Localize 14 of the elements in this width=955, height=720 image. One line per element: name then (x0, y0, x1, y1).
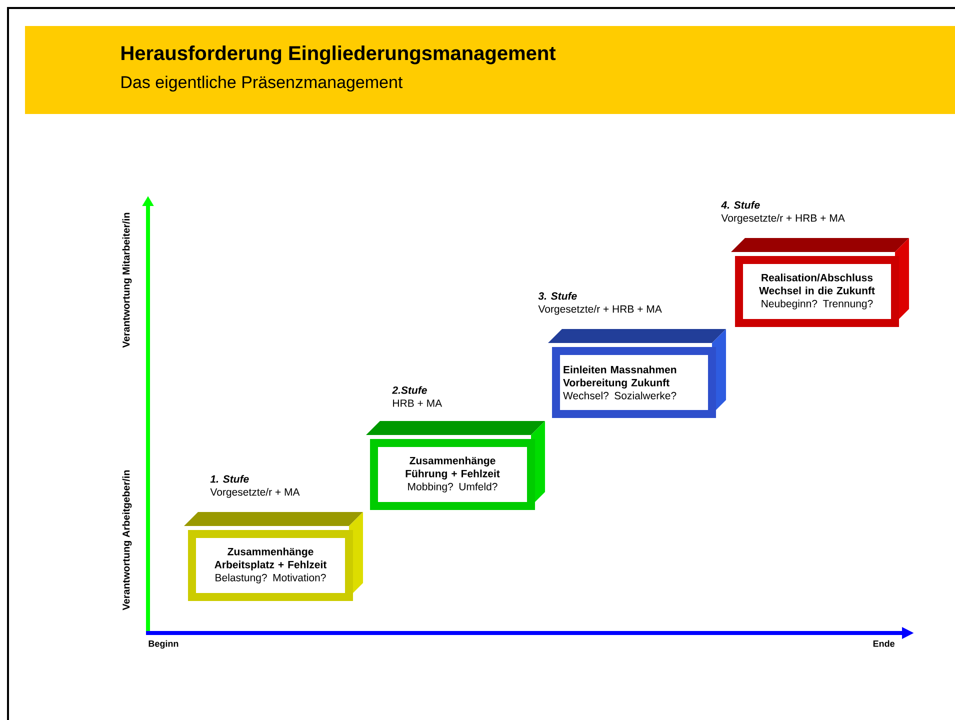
stage-label: 1. Stufe Vorgesetzte/r + MA (210, 475, 300, 498)
axis-label: Beginn (148, 640, 178, 649)
stage-label: 4. Stufe Vorgesetzte/r + HRB + MA (721, 201, 845, 224)
subtitle: Das eigentliche Präsenzmanagement (122, 76, 403, 92)
title: Herausforderung Eingliederungsmanagement (122, 46, 556, 64)
axis-label: Verantwortung Mitarbeiter/in (122, 212, 132, 348)
step-box: Realisation/Abschluss Wechsel in die Zukunft Neubeginn? Trennung? (731, 238, 910, 327)
stage-label: 3. Stufe Vorgesetzte/r + HRB + MA (538, 292, 662, 315)
axis-label: Verantwortung Arbeitgeber/in (122, 470, 132, 610)
step-box: Zusammenhänge Arbeitsplatz + Fehlzeit Belastung? Motivation? (184, 512, 363, 601)
step-box: Zusammenhänge Führung + Fehlzeit Mobbing? Umfeld? (366, 421, 545, 510)
step-box: Einleiten Massnahmen Vorbereitung Zukunft Wechsel? Sozialwerke? (548, 329, 726, 418)
axis-label: Ende (873, 640, 895, 647)
stage-label: 2.Stufe HRB + MA (392, 386, 442, 407)
